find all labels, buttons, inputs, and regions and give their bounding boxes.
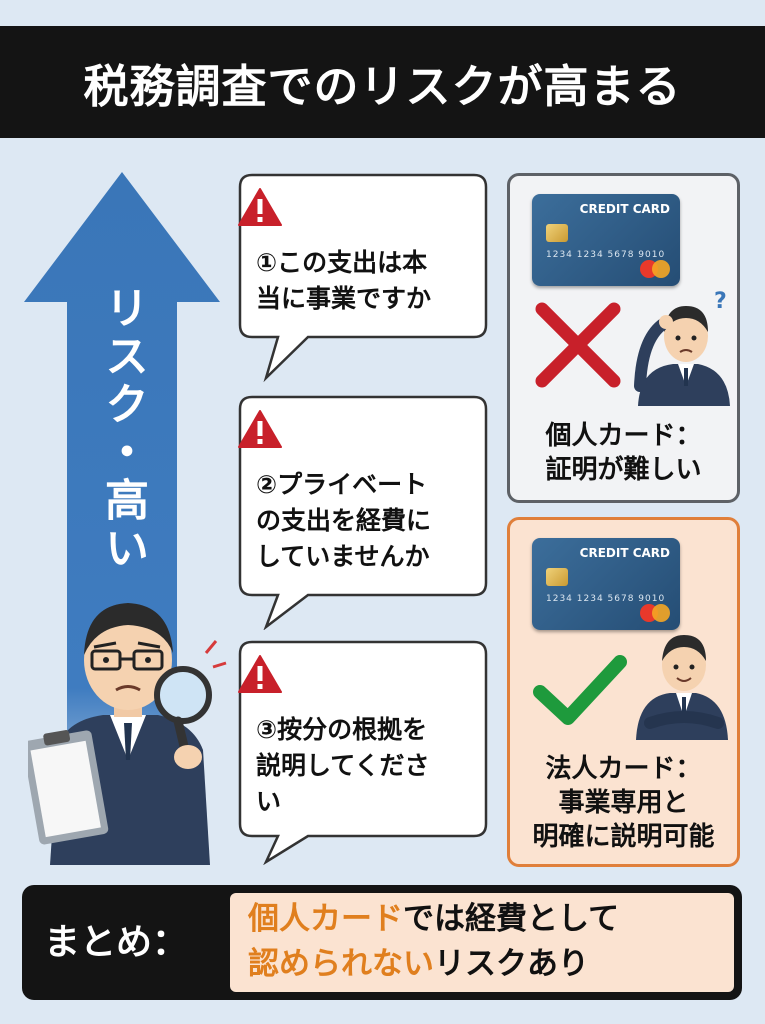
warning-icon: [238, 655, 282, 693]
summary-bar: まとめ： 個人カードでは経費として 認められないリスクあり: [22, 885, 742, 1000]
question-3-line-2: 説明してくださ: [256, 751, 430, 780]
card-number: 1234 1234 5678 9010: [546, 594, 666, 604]
question-bubble-3: ③按分の根拠を 説明してくださ い: [238, 640, 488, 865]
tax-inspector-illustration: [28, 603, 227, 865]
summary-line-2: 認められないリスクあり: [248, 942, 734, 987]
chip-icon: [546, 224, 568, 242]
question-1-line-1: ①この支出は本: [256, 248, 428, 277]
title-bar: 税務調査でのリスクが高まる: [0, 26, 765, 138]
svg-text:?: ?: [714, 289, 727, 314]
question-2-line-1: ②プライベート: [256, 470, 428, 499]
question-bubble-1: ①この支出は本 当に事業ですか: [238, 173, 488, 383]
speech-bubble-shape: [238, 640, 488, 865]
personal-card-caption-1: 個人カード：: [545, 421, 702, 451]
card-number: 1234 1234 5678 9010: [546, 250, 666, 260]
question-2-line-3: していませんか: [256, 542, 430, 571]
question-bubble-2: ②プライベート の支出を経費に していませんか: [238, 395, 488, 630]
summary-text-1: では経費として: [403, 901, 620, 937]
question-1-line-2: 当に事業ですか: [256, 284, 432, 313]
personal-card-panel: CREDIT CARD 1234 1234 5678 9010 ? 個人カード：…: [507, 173, 740, 503]
credit-card-image: CREDIT CARD 1234 1234 5678 9010: [532, 194, 680, 286]
corporate-card-caption-2: 事業専用と: [558, 788, 689, 818]
corporate-card-caption-3: 明確に説明可能: [532, 822, 715, 852]
cross-icon: [535, 302, 621, 388]
card-title: CREDIT CARD: [579, 202, 670, 216]
page-title: 税務調査でのリスクが高まる: [83, 59, 682, 113]
speech-bubble-shape: [238, 173, 488, 383]
checkmark-icon: [533, 655, 627, 725]
card-brand-icon: [640, 604, 670, 622]
summary-text-2: リスクあり: [434, 946, 589, 982]
summary-highlight-2: 認められない: [248, 946, 434, 982]
risk-label: リスク・高い: [97, 285, 148, 573]
question-2-line-2: の支出を経費に: [256, 506, 432, 535]
card-brand-icon: [640, 260, 670, 278]
question-3-line-3: い: [256, 787, 282, 816]
summary-highlight-1: 個人カード: [248, 901, 403, 937]
warning-icon: [238, 188, 282, 226]
summary-line-1: 個人カードでは経費として: [248, 897, 734, 942]
corporate-card-panel: CREDIT CARD 1234 1234 5678 9010 法人カード： 事…: [507, 517, 740, 867]
chip-icon: [546, 568, 568, 586]
corporate-card-caption-1: 法人カード：: [545, 754, 702, 784]
summary-label: まとめ：: [44, 922, 189, 963]
worried-businessman-illustration: ?: [634, 289, 730, 406]
personal-card-caption-2: 証明が難しい: [545, 455, 702, 485]
credit-card-image: CREDIT CARD 1234 1234 5678 9010: [532, 538, 680, 630]
question-3-line-1: ③按分の根拠を: [256, 715, 428, 744]
speech-bubble-shape: [238, 395, 488, 630]
summary-text-box: 個人カードでは経費として 認められないリスクあり: [230, 893, 734, 992]
confident-businessman-illustration: [636, 635, 728, 740]
warning-icon: [238, 410, 282, 448]
card-title: CREDIT CARD: [579, 546, 670, 560]
